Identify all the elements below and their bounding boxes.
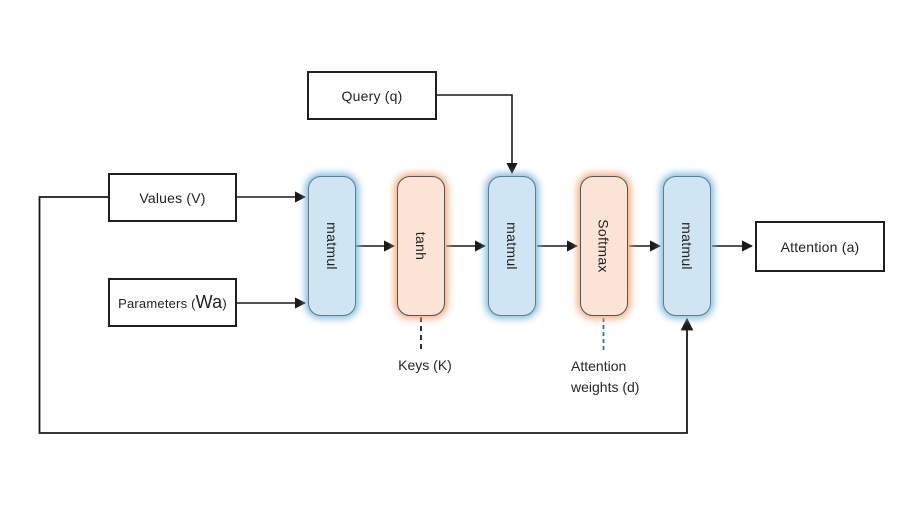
query-box-label: Query (q) bbox=[341, 87, 403, 104]
node-matmul-1-label: matmul bbox=[324, 222, 341, 270]
node-matmul-2: matmul bbox=[488, 176, 536, 316]
node-matmul-3: matmul bbox=[663, 176, 711, 316]
parameters-label-suffix: ) bbox=[222, 295, 227, 311]
attention-output-label: Attention (a) bbox=[780, 238, 860, 255]
keys-annotation: Keys (K) bbox=[398, 357, 452, 373]
attention-output-box: Attention (a) bbox=[755, 221, 885, 272]
node-softmax-label: Softmax bbox=[596, 219, 613, 273]
parameters-box: Parameters (Wa) bbox=[108, 278, 237, 327]
parameters-label-prefix: Parameters ( bbox=[118, 295, 196, 311]
feedback-line-values-to-matmul3 bbox=[38, 196, 694, 434]
values-box: Values (V) bbox=[108, 173, 237, 222]
query-box: Query (q) bbox=[307, 71, 437, 120]
node-softmax: Softmax bbox=[580, 176, 628, 316]
node-matmul-1: matmul bbox=[308, 176, 356, 316]
arrow-query-to-matmul2 bbox=[437, 94, 518, 175]
values-box-label: Values (V) bbox=[139, 189, 206, 206]
node-tanh: tanh bbox=[397, 176, 445, 316]
node-matmul-2-label: matmul bbox=[504, 222, 521, 270]
attention-weights-line1: Attention bbox=[571, 358, 627, 374]
attention-weights-annotation: Attention weights (d) bbox=[571, 356, 639, 398]
node-matmul-3-label: matmul bbox=[679, 222, 696, 270]
parameters-box-label: Parameters (Wa) bbox=[118, 291, 227, 312]
node-tanh-label: tanh bbox=[412, 231, 429, 261]
parameters-label-math: Wa bbox=[195, 291, 223, 312]
attention-weights-line2: weights (d) bbox=[571, 379, 640, 395]
